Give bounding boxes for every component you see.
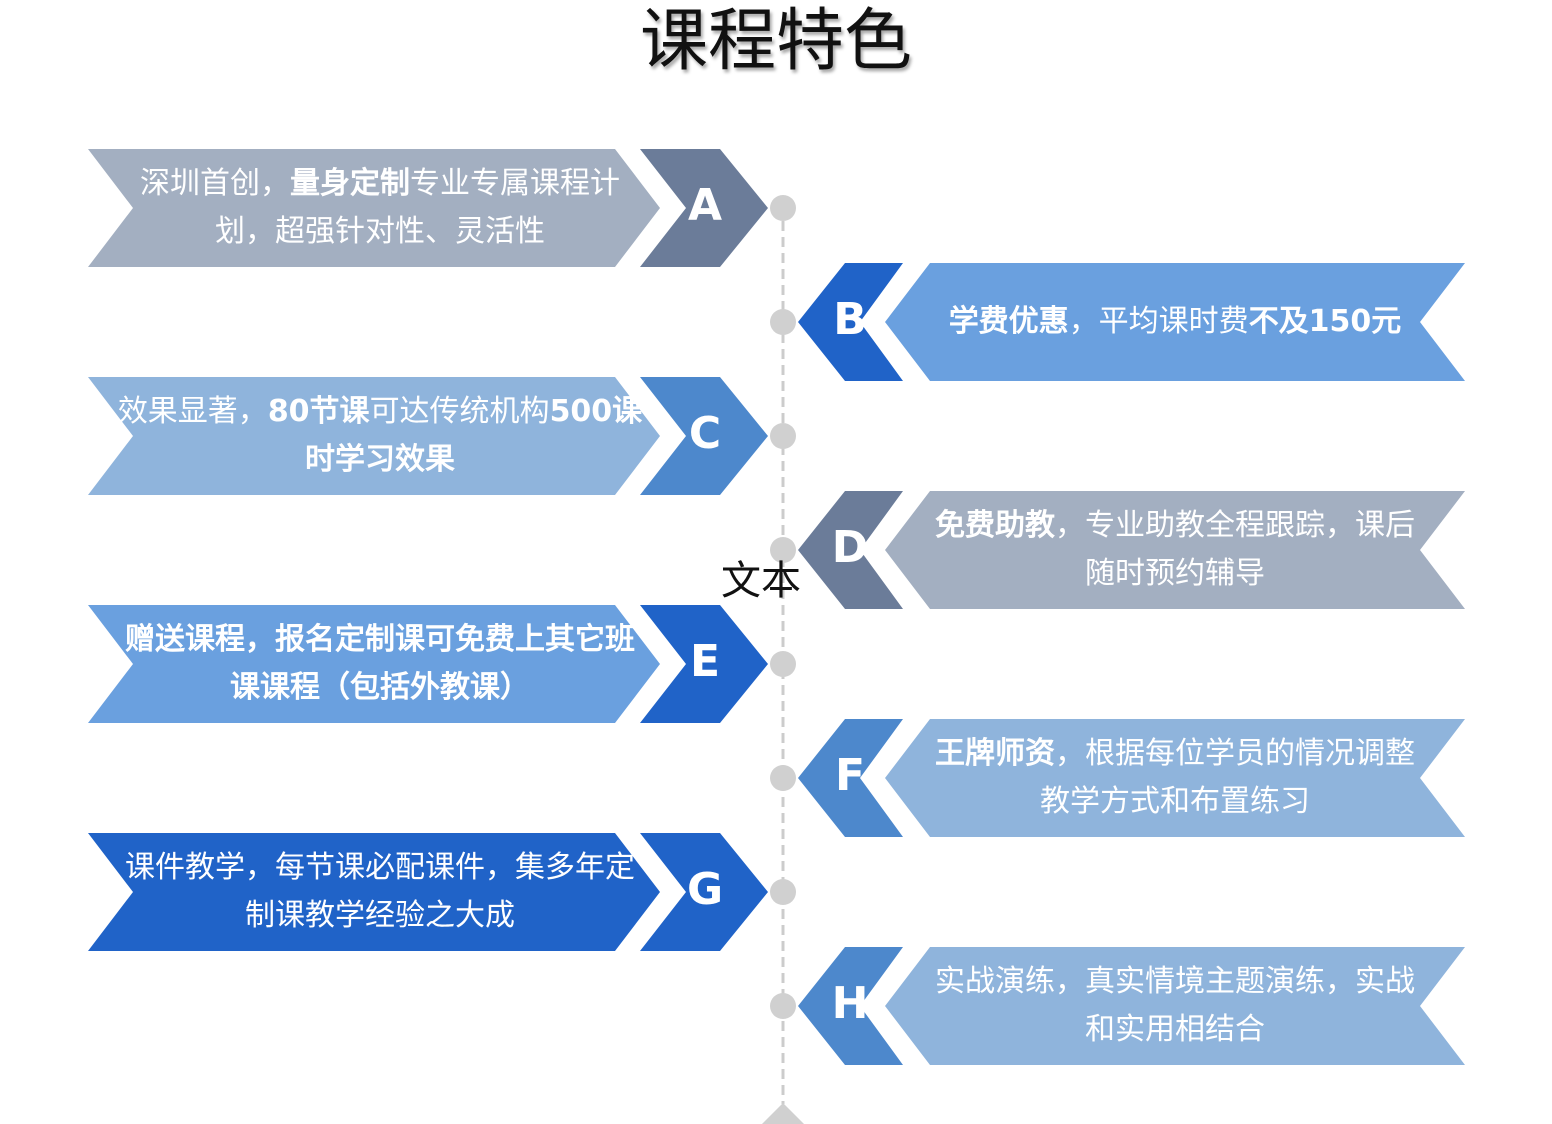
feature-letter-b: B [833, 294, 867, 345]
feature-text-line: 随时预约辅导 [1085, 550, 1265, 598]
body-text: 可达传统机构 [369, 394, 550, 429]
feature-text-line: 课课程（包括外教课） [230, 664, 530, 712]
feature-text-c: 效果显著，80节课可达传统机构500课时学习效果 [100, 377, 660, 495]
feature-tip-c [640, 377, 768, 495]
feature-tip-f [798, 719, 903, 837]
timeline-node-g [770, 879, 796, 905]
emphasis-text: 量身定制 [290, 166, 410, 201]
feature-letter-c: C [688, 408, 722, 459]
body-text: 划，超强针对性、灵活性 [215, 214, 545, 249]
feature-letter-d: D [831, 522, 869, 573]
emphasis-text: 80节课 [267, 394, 370, 429]
timeline-node-a [770, 195, 796, 221]
body-text: 随时预约辅导 [1085, 556, 1265, 591]
emphasis-text: 学费优惠 [948, 304, 1069, 339]
body-text: 和实用相结合 [1085, 1012, 1265, 1047]
feature-text-f: 王牌师资，根据每位学员的情况调整教学方式和布置练习 [900, 719, 1450, 837]
feature-tip-b [798, 263, 903, 381]
feature-text-line: 深圳首创，量身定制专业专属课程计 [140, 160, 620, 208]
timeline-node-b [770, 309, 796, 335]
feature-text-g: 课件教学，每节课必配课件，集多年定制课教学经验之大成 [100, 833, 660, 951]
feature-body-b [885, 263, 1465, 381]
feature-text-line: 学费优惠，平均课时费不及150元 [949, 298, 1402, 346]
stray-text-label: 文本 [721, 558, 801, 604]
body-text: 深圳首创， [140, 166, 290, 201]
feature-text-line: 教学方式和布置练习 [1040, 778, 1310, 826]
feature-letter-f: F [834, 750, 866, 801]
emphasis-text: 500课 [549, 394, 643, 429]
feature-text-h: 实战演练，真实情境主题演练，实战和实用相结合 [900, 947, 1450, 1065]
timeline-node-f [770, 765, 796, 791]
feature-text-line: 王牌师资，根据每位学员的情况调整 [935, 730, 1415, 778]
feature-text-line: 时学习效果 [305, 436, 455, 484]
timeline-node-e [770, 651, 796, 677]
timeline-end-arrow [762, 1103, 804, 1124]
feature-text-line: 免费助教，专业助教全程跟踪，课后 [935, 502, 1415, 550]
feature-text-line: 划，超强针对性、灵活性 [215, 208, 545, 256]
feature-body-h [885, 947, 1465, 1065]
emphasis-text: 免费助教 [935, 508, 1055, 543]
emphasis-text: 课课程（包括外教课） [230, 670, 530, 705]
feature-letter-a: A [687, 180, 723, 231]
feature-text-line: 效果显著，80节课可达传统机构500课 [118, 388, 642, 436]
feature-text-line: 课件教学，每节课必配课件，集多年定 [125, 844, 635, 892]
feature-text-line: 赠送课程，报名定制课可免费上其它班 [125, 616, 635, 664]
feature-letter-g: G [686, 864, 724, 915]
page-title: 课程特色 [639, 2, 912, 81]
feature-body-f [885, 719, 1465, 837]
feature-tip-h [798, 947, 903, 1065]
emphasis-text: 王牌师资 [935, 736, 1055, 771]
feature-body-a [88, 149, 660, 267]
feature-text-e: 赠送课程，报名定制课可免费上其它班课课程（包括外教课） [100, 605, 660, 723]
timeline-node-h [770, 993, 796, 1019]
emphasis-text: 不及150元 [1248, 304, 1402, 339]
body-text: 教学方式和布置练习 [1040, 784, 1310, 819]
feature-letter-e: E [689, 636, 721, 687]
body-text: 专业专属课程计 [410, 166, 620, 201]
body-text: 课件教学，每节课必配课件，集多年定 [125, 850, 635, 885]
emphasis-text: 赠送课程，报名定制课可免费上其它班 [125, 622, 635, 657]
feature-body-e [88, 605, 660, 723]
body-text: 制课教学经验之大成 [245, 898, 515, 933]
feature-text-a: 深圳首创，量身定制专业专属课程计划，超强针对性、灵活性 [100, 149, 660, 267]
feature-text-line: 制课教学经验之大成 [245, 892, 515, 940]
feature-text-line: 实战演练，真实情境主题演练，实战 [935, 958, 1415, 1006]
feature-text-b: 学费优惠，平均课时费不及150元 [900, 263, 1450, 381]
body-text: 实战演练，真实情境主题演练，实战 [935, 964, 1415, 999]
feature-tip-d [798, 491, 903, 609]
feature-body-g [88, 833, 660, 951]
feature-tip-e [640, 605, 768, 723]
timeline-node-c [770, 423, 796, 449]
feature-tip-g [640, 833, 768, 951]
body-text: ，专业助教全程跟踪，课后 [1055, 508, 1415, 543]
feature-body-c [88, 377, 660, 495]
body-text: ，根据每位学员的情况调整 [1055, 736, 1415, 771]
body-text: 效果显著， [117, 394, 268, 429]
feature-body-d [885, 491, 1465, 609]
feature-text-d: 免费助教，专业助教全程跟踪，课后随时预约辅导 [900, 491, 1450, 609]
emphasis-text: 时学习效果 [305, 442, 455, 477]
timeline-node-d [770, 537, 796, 563]
feature-tip-a [640, 149, 768, 267]
feature-letter-h: H [831, 978, 869, 1029]
body-text: ，平均课时费 [1068, 304, 1249, 339]
feature-text-line: 和实用相结合 [1085, 1006, 1265, 1054]
